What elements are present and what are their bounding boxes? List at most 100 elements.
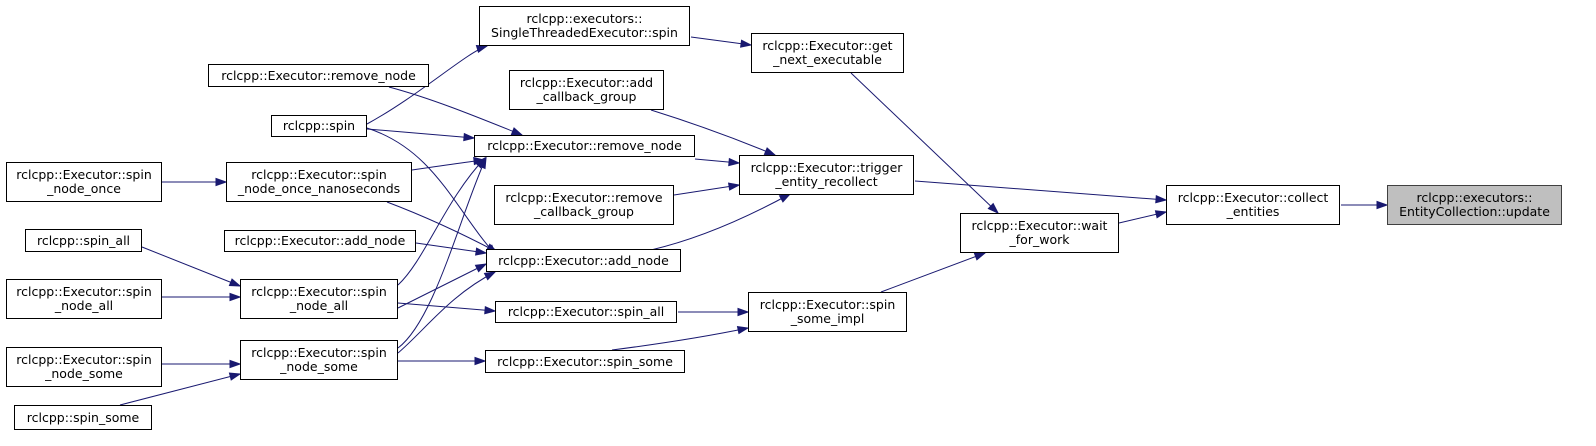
node-label-line: rclcpp::Executor::spin xyxy=(16,284,152,299)
node-label-line: _for_work xyxy=(1009,232,1070,247)
node-executor-add-node-left[interactable]: rclcpp::Executor::add_node xyxy=(224,230,416,252)
edge-line xyxy=(415,242,487,254)
edge-arrowhead xyxy=(475,247,488,256)
edge-arrowhead xyxy=(727,182,741,191)
node-label-line: _node_all xyxy=(54,298,114,313)
edge-n11-to-n10 xyxy=(678,307,750,317)
edge-n23-to-n18 xyxy=(119,372,242,406)
edge-n5-to-n4 xyxy=(690,36,753,48)
node-singlethreadedexecutor-spin[interactable]: rclcpp::executors:: SingleThreadedExecut… xyxy=(479,6,690,46)
edge-n1-to-n0 xyxy=(1341,200,1389,210)
node-rclcpp-spin-all[interactable]: rclcpp::spin_all xyxy=(25,229,142,252)
node-label-line: _node_some xyxy=(45,366,123,381)
node-executor-add-node-center[interactable]: rclcpp::Executor::add_node xyxy=(486,249,681,272)
node-label-line: _callback_group xyxy=(534,204,634,219)
node-label-line: rclcpp::Executor::spin xyxy=(251,167,387,182)
edge-line xyxy=(397,271,496,354)
edge-arrowhead xyxy=(228,278,242,287)
node-label-line: rclcpp::Executor::spin_all xyxy=(507,304,665,319)
edge-arrowhead xyxy=(483,271,497,281)
node-executor-trigger-entity-recollect[interactable]: rclcpp::Executor::trigger _entity_recoll… xyxy=(739,155,914,195)
node-label-line: _some_impl xyxy=(790,311,865,326)
edge-n6-to-n2 xyxy=(650,109,777,156)
node-executor-add-callback-group[interactable]: rclcpp::Executor::add _callback_group xyxy=(509,70,664,110)
edge-n4-to-n3 xyxy=(850,72,1000,215)
node-executor-collect-entities[interactable]: rclcpp::Executor::collect _entities xyxy=(1166,185,1340,225)
edge-arrowhead xyxy=(484,305,497,315)
node-label-line: SingleThreadedExecutor::spin xyxy=(491,25,678,40)
edge-n12-to-n10 xyxy=(611,326,750,351)
node-executor-spin-node-once-nanoseconds[interactable]: rclcpp::Executor::spin _node_once_nanose… xyxy=(226,162,412,202)
edge-n19-to-n15 xyxy=(162,177,228,187)
edge-n22-to-n18 xyxy=(162,359,242,369)
edge-arrowhead xyxy=(763,147,777,156)
edge-arrowhead xyxy=(737,307,750,317)
edge-n2-to-n1 xyxy=(914,180,1168,204)
node-executor-spin-node-all-left[interactable]: rclcpp::Executor::spin _node_all xyxy=(6,279,162,319)
edge-line xyxy=(650,193,791,251)
node-executor-spin-some[interactable]: rclcpp::Executor::spin_some xyxy=(485,350,685,373)
edge-line xyxy=(611,327,749,351)
edge-arrowhead xyxy=(1155,195,1168,204)
edge-n13-to-n7 xyxy=(388,86,524,136)
edge-line xyxy=(914,180,1167,201)
edge-line xyxy=(397,302,496,312)
edge-n17-to-n11 xyxy=(397,302,497,315)
edge-n16-to-n9 xyxy=(415,242,488,256)
node-label-line: _entities xyxy=(1226,204,1280,219)
node-executor-spin-node-some-mid[interactable]: rclcpp::Executor::spin _node_some xyxy=(240,340,398,380)
edge-arrowhead xyxy=(463,132,476,142)
node-label-line: rclcpp::spin_all xyxy=(36,232,131,248)
node-label-line: _entity_recollect xyxy=(775,174,878,189)
node-label-line: rclcpp::executors:: xyxy=(526,11,643,26)
node-label-line: rclcpp::Executor::spin xyxy=(16,352,152,367)
edge-line xyxy=(397,157,487,349)
edge-arrowhead xyxy=(1376,200,1389,210)
node-executor-wait-for-work[interactable]: rclcpp::Executor::wait _for_work xyxy=(960,213,1119,253)
node-label-line: rclcpp::Executor::add_node xyxy=(498,252,669,268)
edge-arrowhead xyxy=(510,127,524,136)
node-label-line: EntityCollection::update xyxy=(1399,204,1550,219)
edge-arrowhead xyxy=(736,326,750,335)
node-label-line: rclcpp::Executor::wait xyxy=(971,218,1108,233)
node-executor-remove-node-center[interactable]: rclcpp::Executor::remove_node xyxy=(474,135,695,157)
edge-n18-to-n12 xyxy=(398,356,487,366)
node-executor-remove-node-left[interactable]: rclcpp::Executor::remove_node xyxy=(208,64,429,87)
node-executor-spin-node-some-left[interactable]: rclcpp::Executor::spin _node_some xyxy=(6,347,162,387)
node-label-line: rclcpp::Executor::add_node xyxy=(234,233,406,248)
node-executor-spin-all[interactable]: rclcpp::Executor::spin_all xyxy=(495,301,677,323)
node-label-line: rclcpp::spin_some xyxy=(26,409,140,425)
node-executor-get-next-executable[interactable]: rclcpp::Executor::get _next_executable xyxy=(751,33,904,73)
node-label-line: rclcpp::Executor::remove_node xyxy=(221,67,416,83)
node-executor-remove-callback-group[interactable]: rclcpp::Executor::remove _callback_group xyxy=(494,185,674,225)
edge-n3-to-n1 xyxy=(1118,210,1168,224)
node-executor-spin-some-impl[interactable]: rclcpp::Executor::spin _some_impl xyxy=(748,292,907,332)
edge-n7-to-n2 xyxy=(694,157,741,167)
node-label-line: _node_some xyxy=(280,359,358,374)
edge-line xyxy=(141,246,241,287)
edge-line xyxy=(650,109,776,156)
edge-arrowhead xyxy=(474,356,487,366)
node-label-line: _node_once xyxy=(47,181,121,196)
edge-n17-to-n9 xyxy=(397,263,488,309)
edge-arrowhead xyxy=(228,372,242,381)
edge-n8-to-n2 xyxy=(673,182,741,196)
node-label-line: rclcpp::Executor::spin xyxy=(251,345,387,360)
node-rclcpp-spin-some[interactable]: rclcpp::spin_some xyxy=(14,405,152,430)
edge-arrowhead xyxy=(474,263,488,273)
edge-line xyxy=(880,252,986,293)
node-label-line: rclcpp::Executor::remove_node xyxy=(487,138,682,153)
node-label-line: rclcpp::Executor::add xyxy=(519,75,654,90)
node-executor-spin-node-all-mid[interactable]: rclcpp::Executor::spin _node_all xyxy=(240,279,398,319)
node-label-line: rclcpp::Executor::spin_some xyxy=(497,353,673,369)
node-rclcpp-spin[interactable]: rclcpp::spin xyxy=(271,115,367,137)
edge-line xyxy=(397,157,486,286)
node-executor-spin-node-once[interactable]: rclcpp::Executor::spin _node_once xyxy=(6,162,162,202)
edge-n21-to-n17 xyxy=(162,292,242,302)
edge-arrowhead xyxy=(229,292,242,302)
node-label-line: _callback_group xyxy=(536,89,637,104)
edge-line xyxy=(850,72,999,214)
node-label-line: rclcpp::Executor::remove xyxy=(505,190,663,205)
node-label-line: rclcpp::Executor::trigger xyxy=(750,160,903,175)
